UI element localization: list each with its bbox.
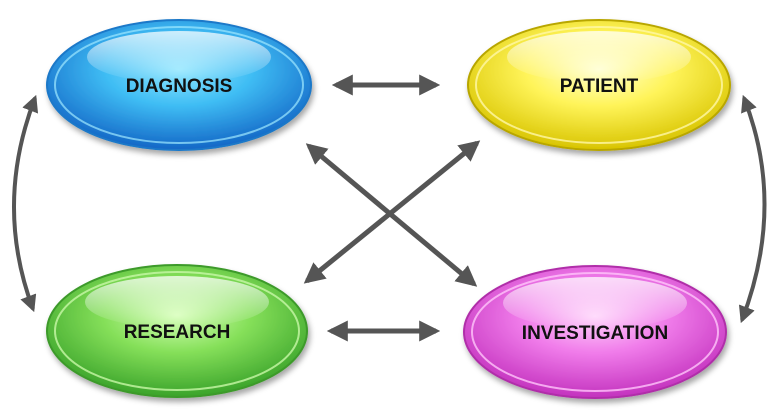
diagnosis-label: DIAGNOSIS bbox=[126, 76, 233, 97]
arrow-diagnosis-research bbox=[12, 94, 39, 313]
investigation-label: INVESTIGATION bbox=[522, 323, 668, 344]
node-patient bbox=[467, 19, 731, 151]
node-investigation bbox=[463, 265, 727, 399]
arrow-patient-research bbox=[303, 140, 481, 284]
node-diagnosis bbox=[46, 19, 312, 151]
arrow-patient-investigation bbox=[738, 94, 767, 324]
node-research bbox=[46, 264, 308, 398]
arrows bbox=[12, 74, 767, 342]
research-label: RESEARCH bbox=[124, 322, 231, 343]
patient-label: PATIENT bbox=[560, 76, 639, 97]
